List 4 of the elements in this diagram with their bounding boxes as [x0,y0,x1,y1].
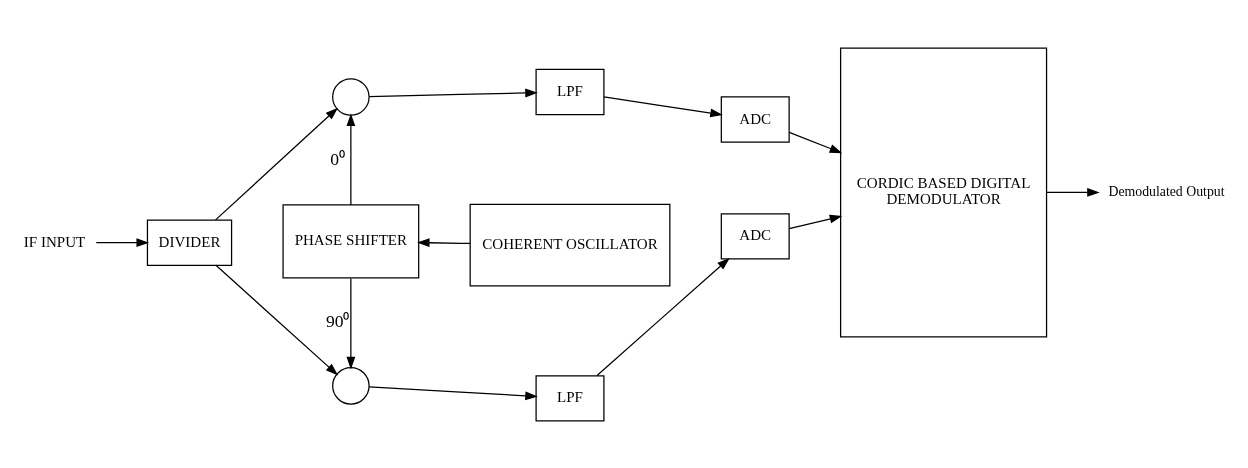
node-text: IF INPUT [23,233,86,250]
node-text: Demodulated Output [1108,183,1225,199]
edge-label: 0⁰ [330,148,346,169]
edge-label: 90⁰ [325,310,350,331]
